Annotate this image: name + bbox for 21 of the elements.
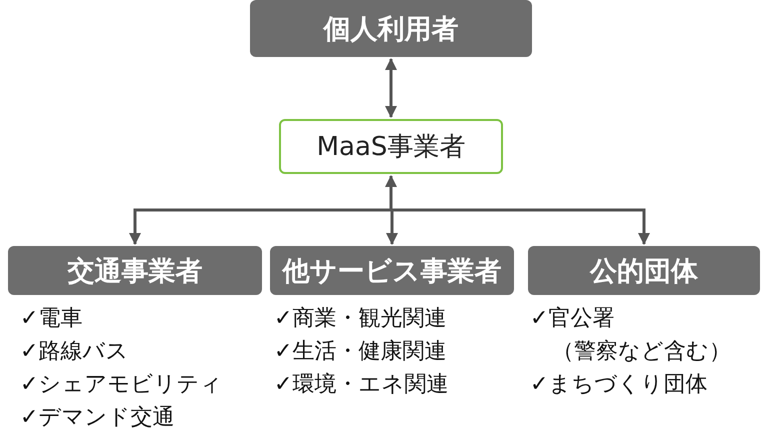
label-box (250, 0, 532, 57)
check-item: ✓路線バス (20, 338, 130, 366)
connector-arrow (385, 175, 398, 245)
box-title: 他サービス事業者 (282, 254, 502, 288)
box-title: MaaS事業者 (316, 131, 466, 164)
connector-arrow (385, 58, 397, 118)
label-box (270, 246, 514, 295)
check-item: ✓環境・エネ関連 (274, 371, 450, 399)
check-item: ✓商業・観光関連 (274, 305, 448, 333)
label-box (528, 246, 760, 295)
check-item: ✓官公署（警察など含む） (530, 305, 732, 366)
check-item: ✓生活・健康関連 (274, 338, 448, 366)
check-item: ✓シェアモビリティ (20, 371, 224, 399)
box-title: 交通事業者 (68, 254, 202, 288)
check-item: ✓デマンド交通 (20, 404, 176, 432)
check-item: ✓まちづくり団体 (530, 371, 708, 399)
outlined-box (279, 119, 503, 174)
check-item: ✓電車 (20, 305, 84, 333)
box-title: 個人利用者 (324, 12, 458, 46)
label-box (8, 246, 262, 295)
box-title: 公的団体 (590, 254, 698, 288)
